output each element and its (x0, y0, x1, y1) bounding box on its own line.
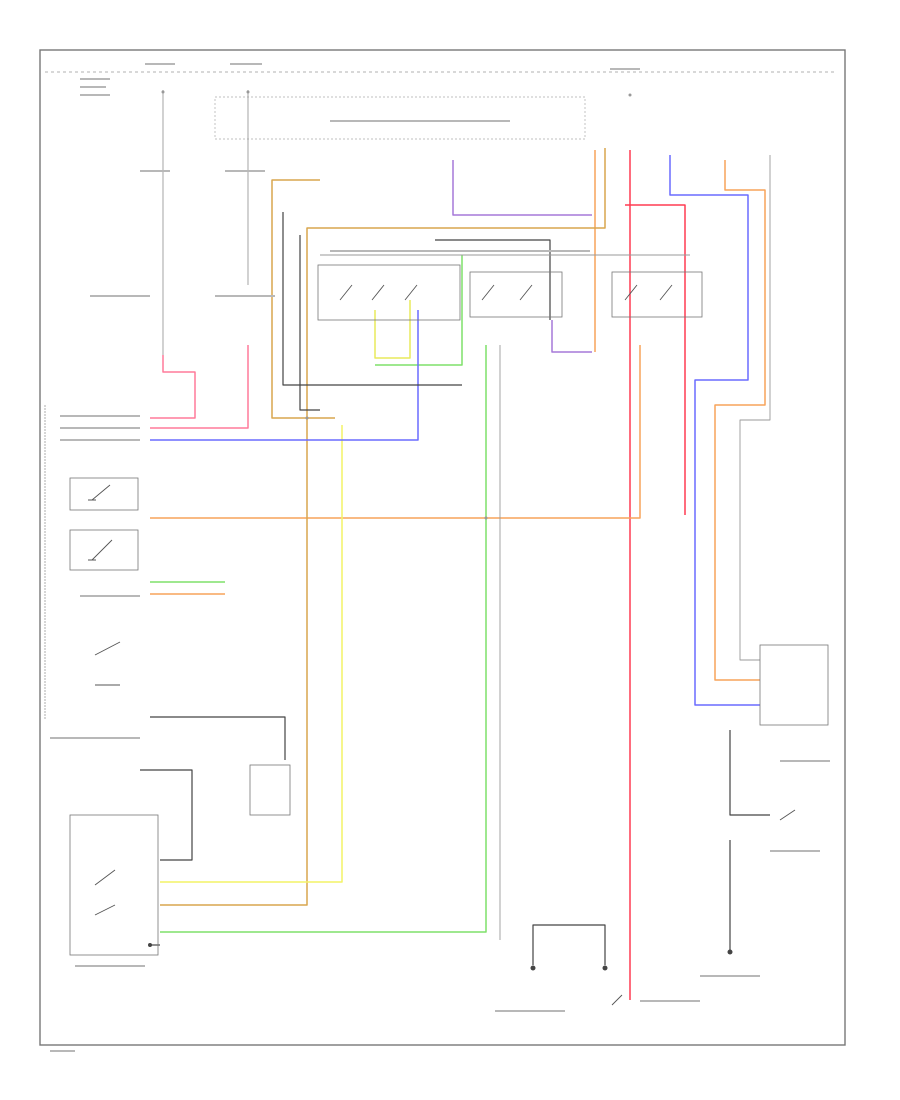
switch-box-1 (69, 477, 139, 511)
label-mark (75, 965, 145, 967)
junction (161, 90, 165, 94)
switch-box-2 (69, 529, 139, 571)
label-mark (610, 68, 640, 70)
wire-purple-2 (551, 320, 592, 353)
label-mark (770, 850, 820, 852)
junction (484, 516, 488, 520)
wire-black-5 (140, 769, 193, 861)
control-module (69, 814, 159, 956)
relay-box-3 (611, 271, 703, 318)
wire-black-6 (729, 730, 770, 816)
label-mark (495, 1010, 565, 1012)
wire-black-3 (435, 239, 551, 320)
label-mark (215, 295, 275, 297)
wire-green-main (160, 345, 487, 933)
wire-green-upper (375, 255, 463, 366)
label-mark (225, 170, 265, 172)
label-mark (50, 1050, 75, 1052)
switch-symbol-4 (481, 284, 533, 301)
ground-3 (727, 949, 733, 955)
label-mark (80, 94, 110, 96)
ground-4 (148, 943, 152, 947)
label-mark (640, 1000, 700, 1002)
switch-symbol-8 (611, 809, 796, 1006)
label-mark (60, 415, 140, 417)
wire-black-2 (299, 235, 320, 411)
label-mark (145, 63, 175, 65)
wire-tan-1 (160, 148, 606, 906)
wire-gray-3 (739, 155, 771, 661)
switch-symbol-7 (94, 869, 116, 916)
wire-black-8 (532, 924, 606, 965)
wire-red-upper (625, 204, 686, 515)
label-mark (80, 86, 106, 88)
label-mark (60, 439, 140, 441)
ground-2 (602, 965, 608, 971)
wire-purple (452, 160, 592, 216)
wire-blue-left (150, 310, 419, 441)
wire-pink (150, 355, 196, 419)
wire-orange-right (714, 160, 766, 681)
switch-symbol-3 (339, 284, 418, 301)
fuse-relay-box (214, 96, 586, 140)
label-mark (80, 595, 140, 597)
label-mark (50, 737, 140, 739)
label-mark (230, 63, 262, 65)
switch-symbol-6 (94, 641, 121, 686)
wire-orange-left (150, 345, 641, 519)
junction (246, 90, 250, 94)
label-mark (80, 78, 110, 80)
switch-symbol-1 (88, 484, 111, 501)
junction (628, 93, 632, 97)
relay-box-1 (317, 264, 461, 321)
ground-1 (530, 965, 536, 971)
wire-red-left (150, 345, 249, 429)
label-mark (90, 295, 150, 297)
wire-tan-2 (271, 179, 335, 419)
wire-black-1 (282, 212, 462, 386)
switch-symbol-5 (624, 284, 673, 301)
sensor-box (249, 764, 291, 816)
label-mark (780, 760, 830, 762)
diagram-border (39, 49, 846, 1046)
wire-black-4 (150, 716, 286, 760)
relay-box-2 (469, 271, 563, 318)
wire-yellow-upper (374, 300, 411, 359)
junction (305, 416, 309, 420)
label-mark (330, 120, 510, 122)
label-mark (700, 975, 760, 977)
label-mark (60, 427, 140, 429)
wire-yellow (160, 425, 343, 883)
switch-symbol-2 (88, 539, 113, 561)
label-mark (330, 250, 590, 252)
wire-blue-right (669, 155, 760, 706)
right-module (759, 644, 829, 726)
label-mark (140, 170, 170, 172)
